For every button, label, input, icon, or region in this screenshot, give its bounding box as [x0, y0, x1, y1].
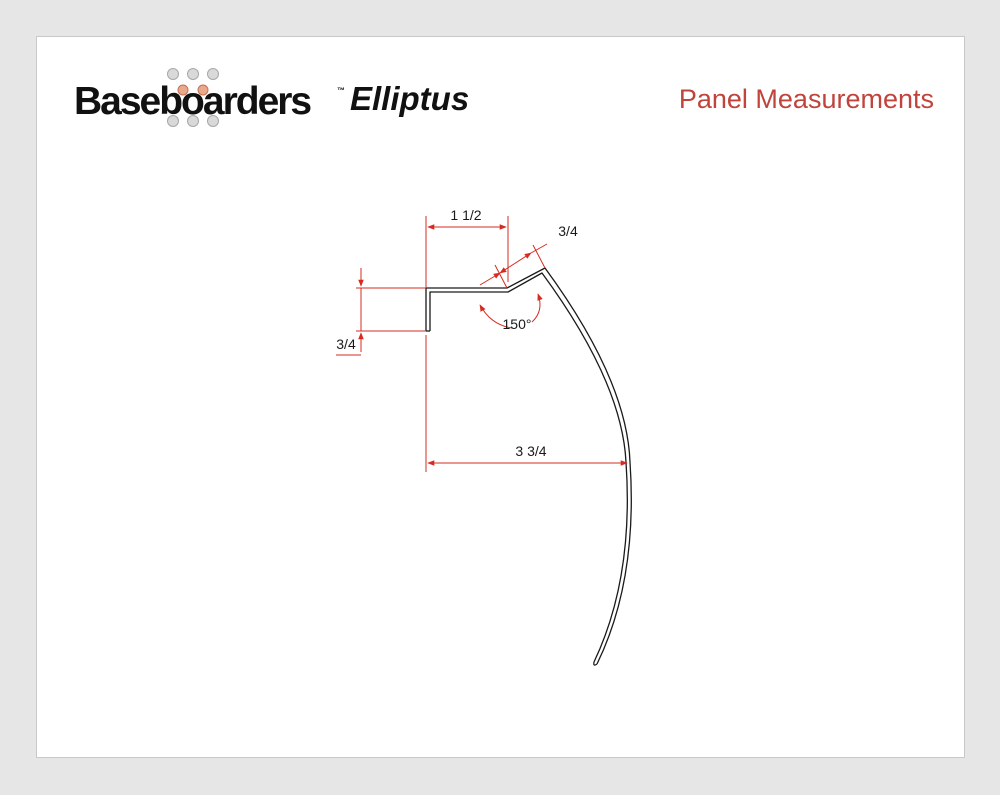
dimension-label-flange-height: 3/4	[336, 336, 356, 352]
panel-profile	[425, 267, 632, 666]
dimension-flange-height	[336, 268, 426, 356]
brand-name: Baseboarders	[74, 80, 312, 123]
dimension-depth	[425, 335, 628, 472]
dimension-top-width	[425, 216, 509, 288]
dimension-label-angle: 150°	[503, 316, 532, 332]
drawing-sheet	[36, 36, 965, 758]
dimension-angle	[479, 293, 543, 329]
page-title: Panel Measurements	[678, 84, 934, 114]
dimension-label-top-width: 1 1/2	[450, 207, 481, 223]
dimension-label-depth: 3 3/4	[515, 443, 546, 459]
dimension-lip	[479, 243, 548, 289]
product-name: Elliptus	[350, 80, 470, 117]
dimension-label-lip: 3/4	[558, 223, 578, 239]
trademark-mark: ™	[337, 86, 345, 95]
